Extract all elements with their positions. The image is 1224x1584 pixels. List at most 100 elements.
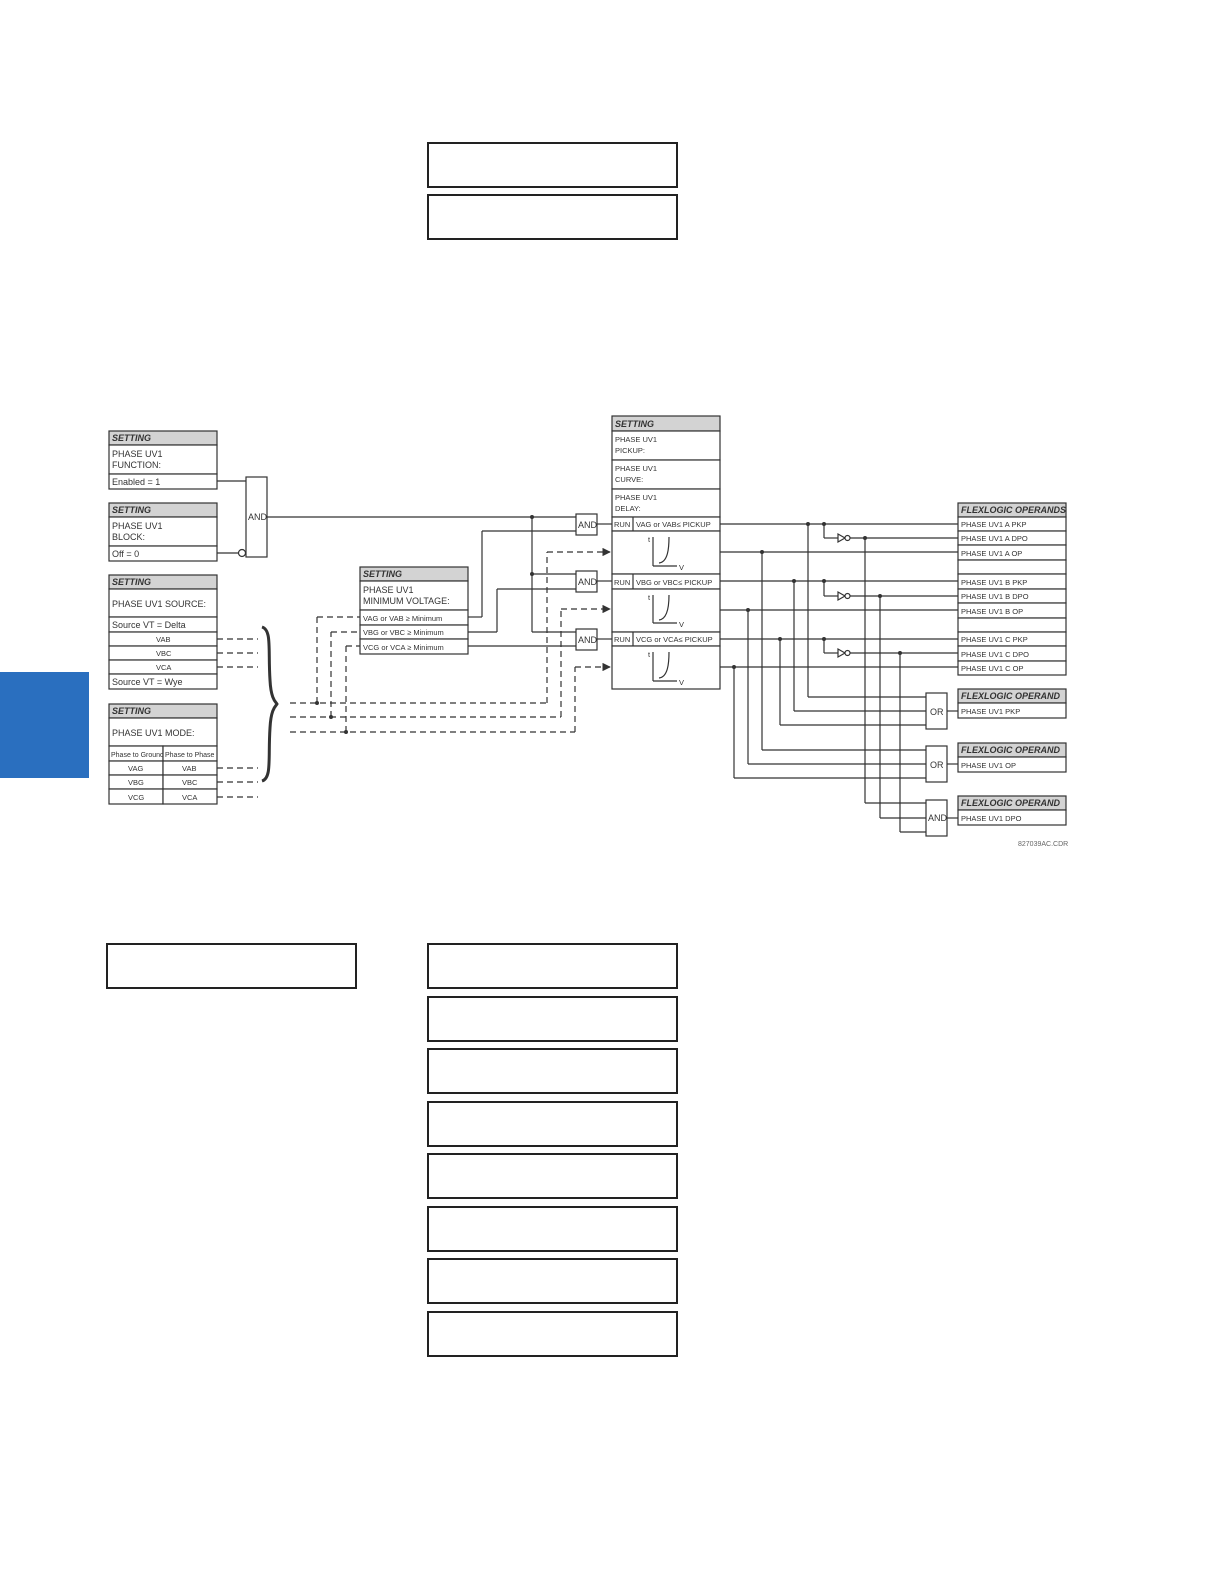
mode-setting-box: SETTING PHASE UV1 MODE: Phase to Ground … [108, 703, 258, 805]
mode-row-vag: VAG [128, 764, 143, 773]
operand-dpo-header: FLEXLOGIC OPERAND [961, 798, 1061, 808]
curve-name2: CURVE: [615, 475, 643, 484]
mode-col-ground: Phase to Ground [111, 752, 164, 759]
operand-pkp-value: PHASE UV1 PKP [961, 707, 1020, 716]
empty-box-bottom-8 [427, 1311, 678, 1357]
mode-setting-header: SETTING [112, 706, 151, 716]
condition-b: VBG or VBC≤ PICKUP [636, 578, 712, 587]
block-setting-name2: BLOCK: [112, 532, 145, 542]
svg-text:OR: OR [930, 707, 944, 717]
empty-box-bottom-1 [427, 943, 678, 989]
svg-text:AND: AND [578, 577, 598, 587]
flexlogic-operands-table: FLEXLOGIC OPERANDS PHASE UV1 A PKP PHASE… [957, 502, 1067, 676]
and-gate-phase-a: AND [575, 513, 612, 536]
operand-box-pkp: FLEXLOGIC OPERAND PHASE UV1 PKP [957, 688, 1067, 719]
block-setting-value: Off = 0 [112, 549, 139, 559]
curve-name1: PHASE UV1 [615, 464, 657, 473]
min-voltage-setting-box: SETTING PHASE UV1 MINIMUM VOLTAGE: VAG o… [359, 566, 469, 655]
mode-row-vca: VCA [182, 793, 197, 802]
source-row-vca: VCA [156, 663, 171, 672]
min-voltage-name2: MINIMUM VOLTAGE: [363, 596, 450, 606]
voltage-bus-dots [315, 701, 348, 734]
min-voltage-row-a: VAG or VAB ≥ Minimum [363, 614, 442, 623]
or-gate-pkp: OR [925, 692, 958, 730]
block-setting-header: SETTING [112, 505, 151, 515]
function-setting-name1: PHASE UV1 [112, 449, 163, 459]
delay-name2: DELAY: [615, 504, 641, 513]
operand-c-pkp: PHASE UV1 C PKP [961, 635, 1028, 644]
curve-axis-t-a: t [648, 535, 651, 544]
mode-row-vcg: VCG [128, 793, 144, 802]
block-setting-name1: PHASE UV1 [112, 521, 163, 531]
operands-header: FLEXLOGIC OPERANDS [961, 505, 1066, 515]
min-voltage-row-c: VCG or VCA ≥ Minimum [363, 643, 444, 652]
operand-b-dpo: PHASE UV1 B DPO [961, 592, 1029, 601]
empty-box-top-2 [427, 194, 678, 240]
min-voltage-header: SETTING [363, 569, 402, 579]
operand-c-op: PHASE UV1 C OP [961, 664, 1024, 673]
svg-text:OR: OR [930, 760, 944, 770]
voltage-bus-lines [290, 547, 611, 733]
drawing-code: 827039AC.CDR [1018, 841, 1068, 848]
mode-row-vbc: VBC [182, 778, 198, 787]
enable-bus-dots [530, 515, 534, 576]
curve-axis-v-b: V [679, 620, 684, 629]
curve-axis-v-c: V [679, 678, 684, 687]
operand-wires [720, 523, 958, 833]
empty-box-bottom-5 [427, 1153, 678, 1199]
empty-box-bottom-3 [427, 1048, 678, 1094]
and-gate-dpo: AND [925, 799, 958, 837]
operand-box-op: FLEXLOGIC OPERAND PHASE UV1 OP [957, 742, 1067, 773]
min-voltage-row-b: VBG or VBC ≥ Minimum [363, 628, 444, 637]
operand-pkp-header: FLEXLOGIC OPERAND [961, 691, 1061, 701]
min-voltage-name1: PHASE UV1 [363, 585, 414, 595]
delay-name1: PHASE UV1 [615, 493, 657, 502]
side-tab [0, 672, 89, 778]
pickup-name1: PHASE UV1 [615, 435, 657, 444]
main-setting-header: SETTING [615, 419, 654, 429]
svg-text:AND: AND [578, 520, 598, 530]
function-setting-box: SETTING PHASE UV1 FUNCTION: Enabled = 1 [108, 430, 218, 490]
operand-a-dpo: PHASE UV1 A DPO [961, 534, 1028, 543]
curly-brace [261, 625, 279, 783]
function-setting-value: Enabled = 1 [112, 477, 160, 487]
mode-row-vab: VAB [182, 764, 196, 773]
mode-setting-name: PHASE UV1 MODE: [112, 728, 195, 738]
condition-a: VAG or VAB≤ PICKUP [636, 520, 711, 529]
main-setting-box: SETTING PHASE UV1 PICKUP: PHASE UV1 CURV… [611, 415, 721, 690]
source-setting-name: PHASE UV1 SOURCE: [112, 599, 206, 609]
empty-box-left [106, 943, 357, 989]
and-gate-enable: AND [217, 476, 576, 558]
and-gate-phase-b: AND [575, 570, 612, 593]
pickup-name2: PICKUP: [615, 446, 645, 455]
curve-axis-t-b: t [648, 593, 651, 602]
svg-text:AND: AND [578, 635, 598, 645]
min-voltage-wires [468, 517, 576, 647]
run-label-b: RUN [614, 578, 630, 587]
operand-op-header: FLEXLOGIC OPERAND [961, 745, 1061, 755]
operand-b-op: PHASE UV1 B OP [961, 607, 1023, 616]
source-row-vab: VAB [156, 635, 170, 644]
source-setting-delta: Source VT = Delta [112, 620, 186, 630]
svg-text:AND: AND [248, 512, 268, 522]
source-setting-box: SETTING PHASE UV1 SOURCE: Source VT = De… [108, 574, 258, 690]
operand-a-pkp: PHASE UV1 A PKP [961, 520, 1026, 529]
run-label-a: RUN [614, 520, 630, 529]
empty-box-bottom-2 [427, 996, 678, 1042]
curve-axis-t-c: t [648, 650, 651, 659]
operand-op-value: PHASE UV1 OP [961, 761, 1016, 770]
mode-row-vbg: VBG [128, 778, 144, 787]
empty-box-bottom-4 [427, 1101, 678, 1147]
svg-text:AND: AND [928, 813, 948, 823]
source-setting-wye: Source VT = Wye [112, 677, 183, 687]
operand-dpo-value: PHASE UV1 DPO [961, 814, 1022, 823]
operand-b-pkp: PHASE UV1 B PKP [961, 578, 1027, 587]
empty-box-bottom-7 [427, 1258, 678, 1304]
source-setting-header: SETTING [112, 577, 151, 587]
operand-c-dpo: PHASE UV1 C DPO [961, 650, 1029, 659]
and-gate-phase-c: AND [575, 628, 612, 651]
empty-box-bottom-6 [427, 1206, 678, 1252]
condition-c: VCG or VCA≤ PICKUP [636, 635, 713, 644]
function-setting-header: SETTING [112, 433, 151, 443]
curve-axis-v-a: V [679, 563, 684, 572]
